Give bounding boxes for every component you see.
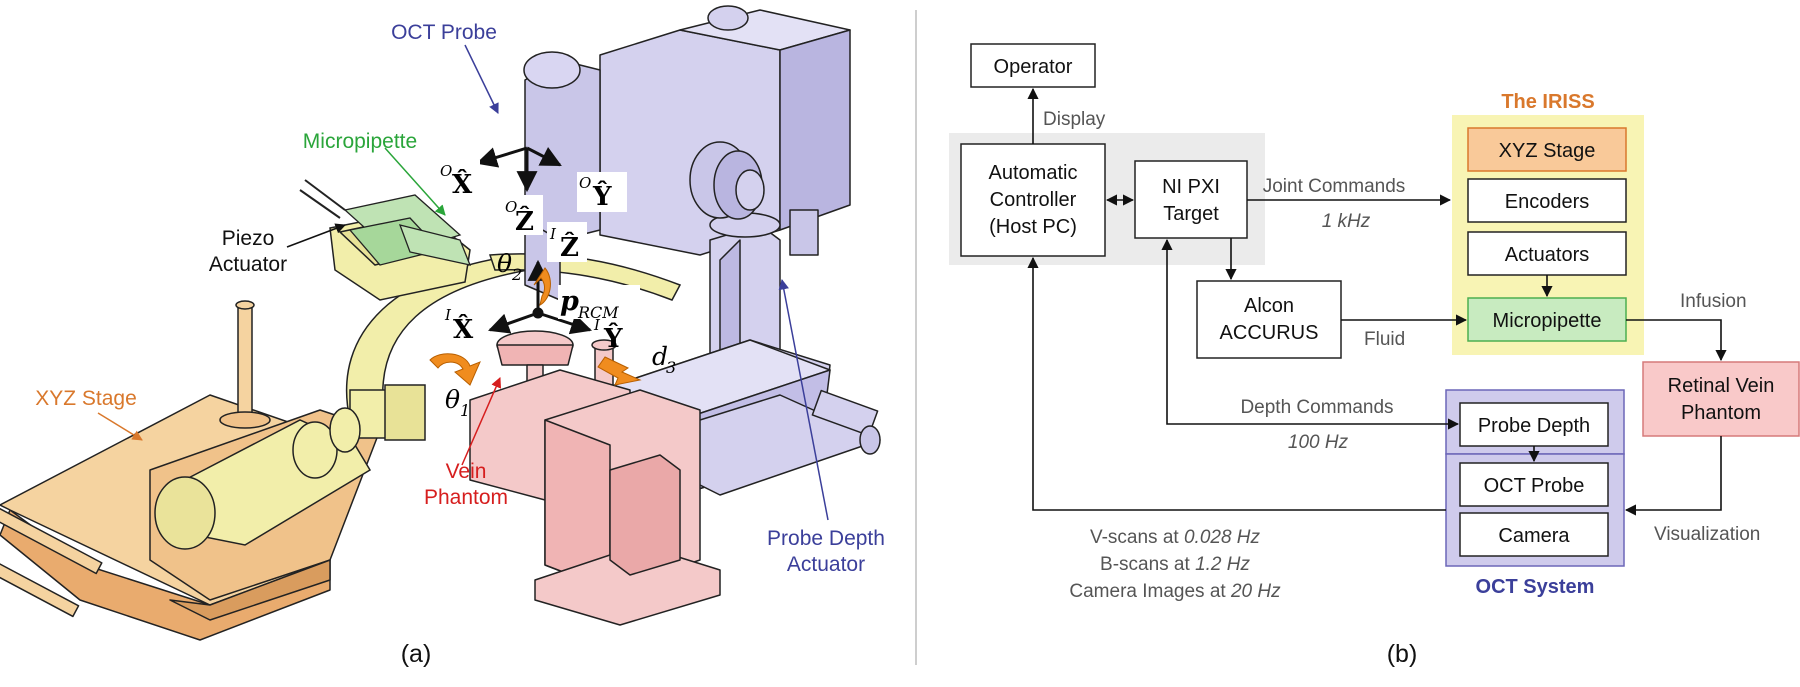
edge-label-fluid: Fluid [1364,329,1405,350]
edge-feedback [1027,256,1446,511]
block-ni-pxi: NI PXI Target [1134,160,1248,239]
label-micropipette: Micropipette [303,130,417,153]
svg-text:2: 2 [511,265,522,284]
svg-text:Ẑ: Ẑ [515,205,534,237]
edge-visualization [1624,436,1722,516]
svg-text:θ: θ [445,385,460,414]
math-theta1: θ 1 [445,385,470,420]
svg-text:Actuators: Actuators [1505,244,1589,266]
coordinate-frames [475,146,592,335]
label-piezo-line2: Actuator [209,253,287,276]
label-oct-probe: OCT Probe [391,21,497,44]
svg-text:X̂: X̂ [452,169,473,200]
svg-text:(Host PC): (Host PC) [989,216,1077,238]
edge-label-depth-rate: 100 Hz [1288,432,1349,453]
oct-system-title: OCT System [1476,576,1595,598]
edges [1027,87,1727,516]
block-camera: Camera [1459,512,1609,557]
label-xyz-stage: XYZ Stage [35,387,137,410]
svg-text:1: 1 [460,401,470,420]
svg-text:I: I [593,316,601,334]
math-p-rcm: p RCM [558,285,640,322]
svg-text:Ŷ: Ŷ [592,180,612,212]
math-iz: I Ẑ [547,222,587,263]
block-operator: Operator [970,43,1096,88]
block-retinal-phantom: Retinal Vein Phantom [1642,361,1800,437]
svg-text:Retinal Vein: Retinal Vein [1668,375,1775,397]
edge-label-joint-commands: Joint Commands [1263,176,1406,197]
block-oct-probe: OCT Probe [1459,462,1609,507]
label-probe-depth-line1: Probe Depth [767,527,885,550]
block-alcon: Alcon ACCURUS [1196,280,1342,359]
block-actuators: Actuators [1467,231,1627,276]
svg-text:Encoders: Encoders [1505,191,1590,213]
edge-label-visualization: Visualization [1654,524,1760,545]
svg-text:ACCURUS: ACCURUS [1220,322,1319,344]
caption-a: (a) [401,640,432,668]
svg-text:NI PXI: NI PXI [1162,176,1220,198]
label-piezo-line1: Piezo [222,227,275,250]
math-ox: O X̂ [438,160,480,200]
block-encoders: Encoders [1467,178,1627,223]
svg-text:Ŷ: Ŷ [603,322,623,354]
svg-text:O: O [579,174,591,192]
svg-text:d: d [652,342,668,371]
label-probe-depth-line2: Actuator [787,553,865,576]
svg-text:Operator: Operator [994,56,1073,78]
svg-text:I: I [549,225,557,243]
panel-a-illustration [0,5,881,641]
edge-depth-commands [1161,238,1460,430]
math-theta2: θ 2 [497,249,522,284]
block-xyz-stage: XYZ Stage [1467,127,1627,172]
iriss-title: The IRISS [1501,91,1594,113]
math-ix: I X̂ [444,306,474,345]
block-probe-depth: Probe Depth [1459,402,1609,447]
math-oy: O Ŷ [577,172,627,212]
svg-text:Probe Depth: Probe Depth [1478,415,1590,437]
edge-label-infusion: Infusion [1680,291,1747,312]
label-vein-line1: Vein [446,460,487,483]
orange-rotation-arrows [429,267,642,386]
svg-text:X̂: X̂ [453,314,474,345]
svg-text:3: 3 [666,358,676,377]
math-d3: d 3 [652,342,676,377]
scan-rate-bscans: B-scans at 1.2 Hz [1100,554,1250,575]
svg-text:Camera: Camera [1498,525,1570,547]
svg-text:Phantom: Phantom [1681,402,1761,424]
svg-text:O: O [505,198,517,216]
label-vein-line2: Phantom [424,486,508,509]
math-iy: I Ŷ [593,316,623,354]
svg-text:Micropipette: Micropipette [1493,310,1602,332]
pink-phantom-stand [469,330,721,626]
scan-rate-camera: Camera Images at 20 Hz [1069,581,1281,602]
block-controller: Automatic Controller (Host PC) [960,143,1106,257]
svg-text:OCT Probe: OCT Probe [1484,475,1585,497]
svg-text:Alcon: Alcon [1244,295,1294,317]
svg-text:θ: θ [497,249,512,278]
caption-b: (b) [1387,640,1418,668]
svg-text:I: I [444,306,452,324]
svg-text:Automatic: Automatic [989,162,1078,184]
edge-label-joint-rate: 1 kHz [1322,211,1371,232]
math-oz: O Ẑ [505,195,543,237]
svg-text:Controller: Controller [990,189,1077,211]
edge-infusion [1626,319,1727,362]
svg-text:O: O [440,162,452,180]
svg-text:RCM: RCM [577,303,619,322]
svg-text:XYZ Stage: XYZ Stage [1499,140,1596,162]
scan-rate-vscans: V-scans at 0.028 Hz [1090,527,1261,548]
svg-text:Target: Target [1163,203,1219,225]
edge-label-display: Display [1043,109,1106,130]
block-micropipette: Micropipette [1467,297,1627,342]
panel-a-callouts [97,44,829,521]
svg-text:p: p [560,286,579,317]
svg-text:Ẑ: Ẑ [560,231,579,263]
green-micropipette-holder [299,179,472,266]
edge-label-depth-commands: Depth Commands [1240,397,1393,418]
